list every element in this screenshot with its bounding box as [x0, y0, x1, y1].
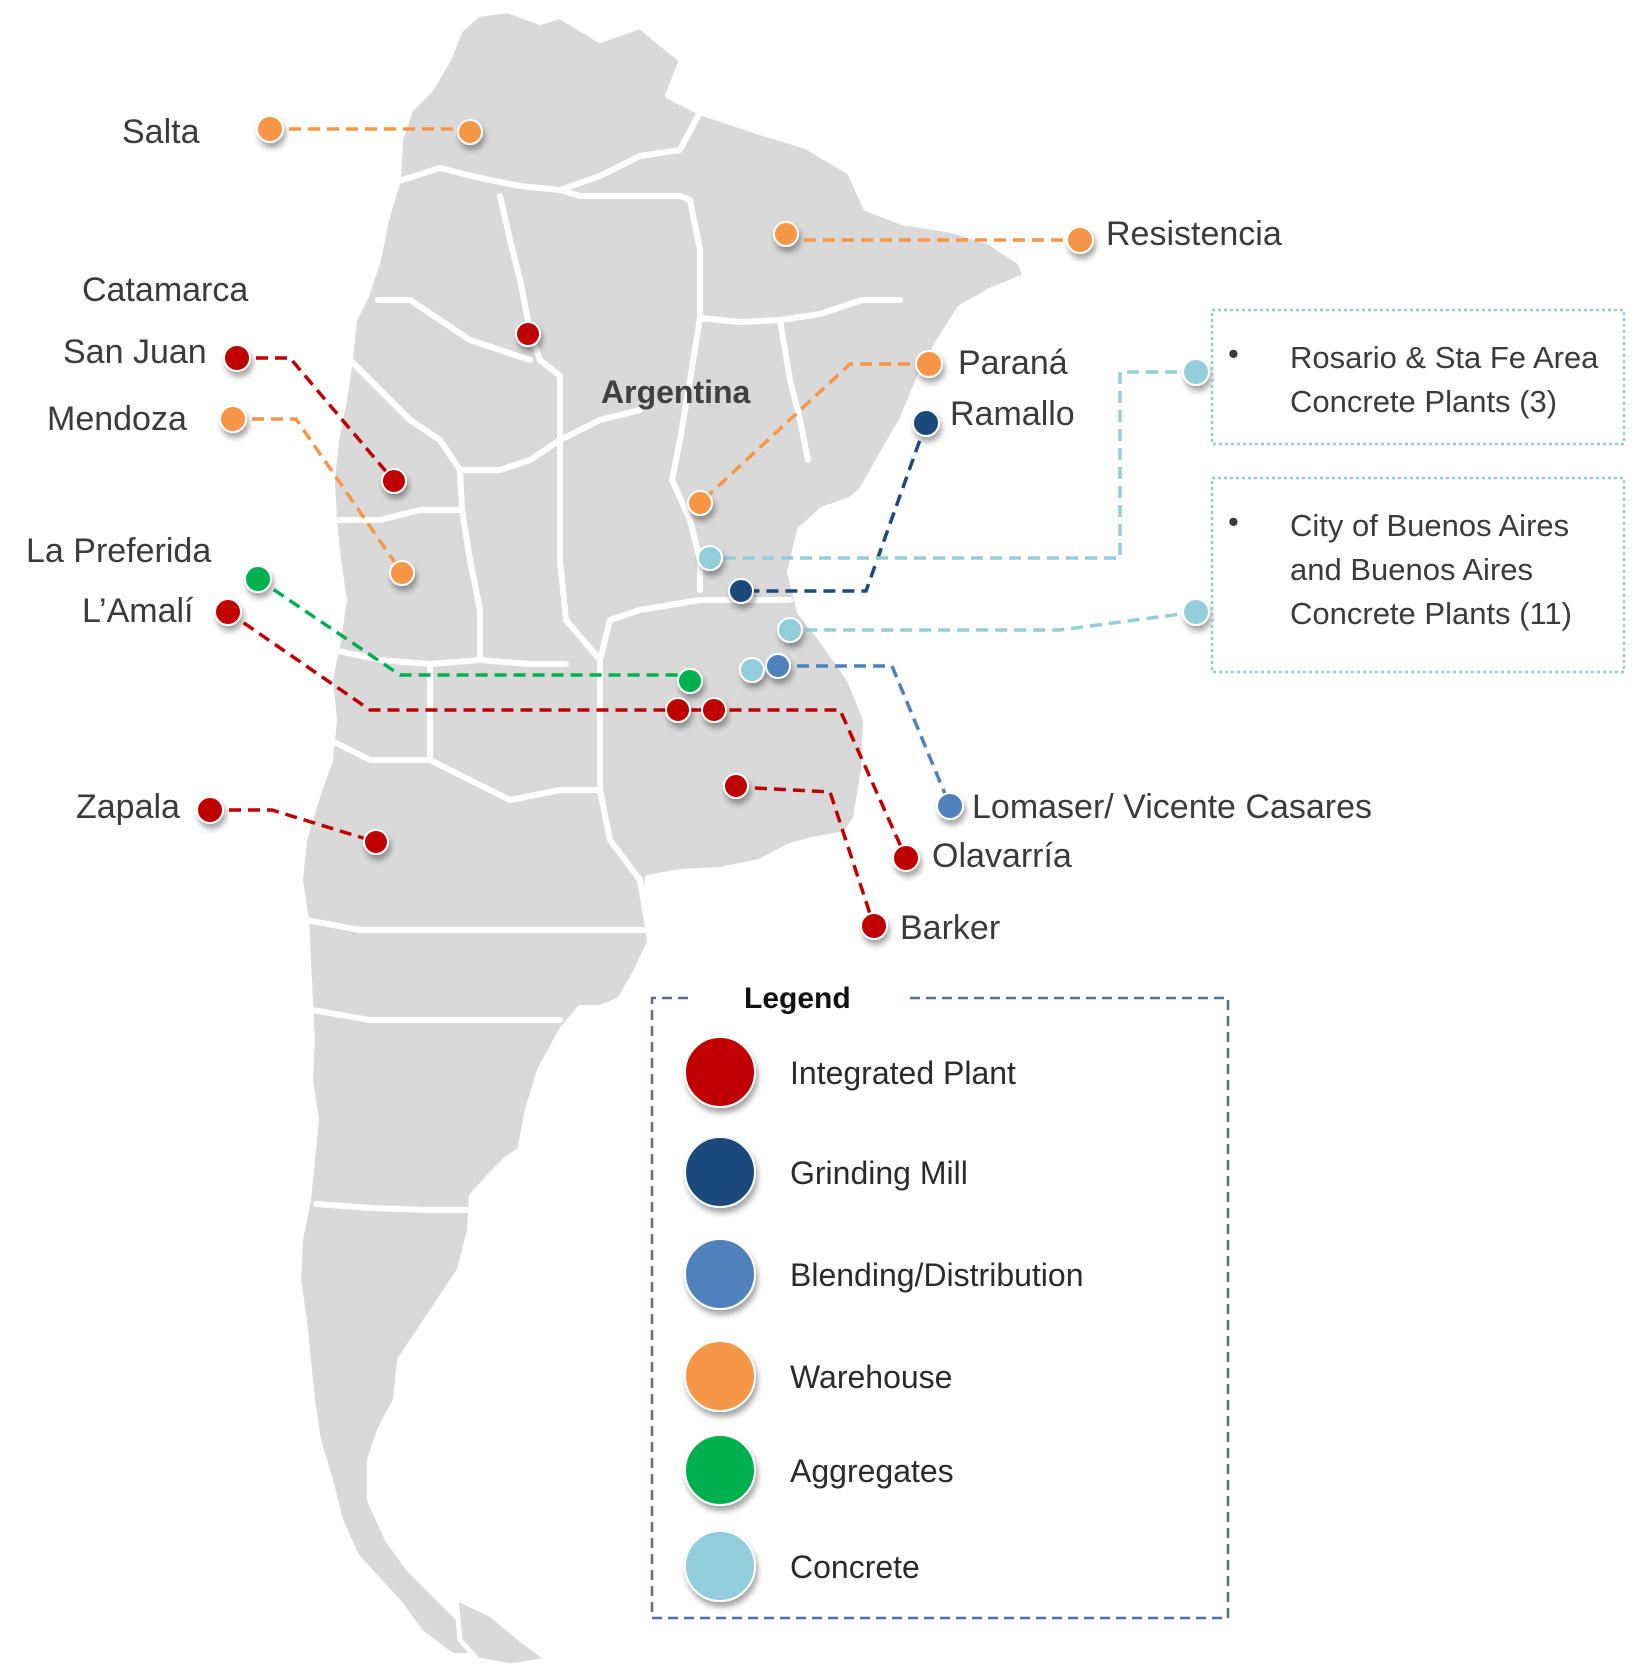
label-dot-olavarria [892, 844, 920, 872]
label-dot-salta [256, 115, 284, 143]
label-zapala: Zapala [76, 788, 180, 826]
legend-swatch-grinding-mill [684, 1136, 756, 1208]
callout-buenos-aires-line-1: City of Buenos Aires [1290, 508, 1569, 543]
label-dot-resistencia [1066, 226, 1094, 254]
leader-lines [210, 127, 1197, 927]
label-dot-zapala [196, 796, 224, 824]
site-marker-san-juan[interactable] [381, 468, 407, 494]
legend-label-warehouse: Warehouse [790, 1359, 952, 1395]
legend-swatch-integrated-plant [684, 1036, 756, 1108]
leader-san-juan [237, 356, 396, 483]
label-olavarria: Olavarría [932, 837, 1072, 875]
label-resistencia: Resistencia [1106, 215, 1282, 253]
callout-buenos-aires-line-2: and Buenos Aires [1290, 552, 1533, 587]
leader-rosario [710, 370, 1196, 560]
legend-item-grinding-mill: Grinding Mill [684, 1136, 968, 1208]
site-marker-resistencia[interactable] [773, 221, 799, 247]
legend-item-blending-distribution: Blending/Distribution [684, 1238, 1084, 1310]
label-lomaser: Lomaser/ Vicente Casares [972, 788, 1372, 826]
leader-zapala [210, 808, 377, 844]
label-dot-barker [860, 912, 888, 940]
leader-buenos-aires [790, 610, 1197, 632]
callout-rosario-line-1: Rosario & Sta Fe Area [1290, 340, 1599, 375]
island-tierra-del-fuego [453, 1593, 555, 1669]
site-marker-barker[interactable] [723, 773, 749, 799]
leader-l-amali [227, 610, 908, 859]
legend-swatch-concrete [684, 1530, 756, 1602]
country-shape [295, 7, 1029, 1659]
label-dot-mendoza [219, 405, 247, 433]
label-ramallo: Ramallo [950, 395, 1075, 433]
label-dot-buenos-aires [1182, 598, 1210, 626]
site-marker-la-preferida[interactable] [677, 668, 703, 694]
site-marker-parana[interactable] [687, 490, 713, 516]
site-marker-olavarria[interactable] [701, 697, 727, 723]
callout-rosario-line-2: Concrete Plants (3) [1290, 384, 1557, 419]
label-parana: Paraná [958, 344, 1068, 382]
legend-item-concrete: Concrete [684, 1530, 920, 1602]
country-label: Argentina [601, 374, 751, 410]
label-dot-parana [915, 350, 943, 378]
callout-buenos-aires: • City of Buenos Aires and Buenos Aires … [1210, 476, 1626, 674]
site-marker-lomaser[interactable] [765, 653, 791, 679]
legend-label-concrete: Concrete [790, 1549, 920, 1585]
label-san-juan: San Juan [63, 333, 207, 371]
site-marker-ramallo[interactable] [728, 578, 754, 604]
callout-rosario: • Rosario & Sta Fe Area Concrete Plants … [1210, 308, 1626, 446]
legend-border [650, 996, 1230, 1620]
label-la-preferida: La Preferida [26, 532, 211, 570]
site-marker-rosario[interactable] [697, 545, 723, 571]
legend-swatch-warehouse [684, 1340, 756, 1412]
site-markers [363, 119, 803, 855]
callout-rosario-bullet: • [1228, 336, 1239, 371]
callout-buenos-aires-line-3: Concrete Plants (11) [1290, 596, 1572, 631]
leader-ramallo [741, 422, 928, 593]
leader-parana [698, 362, 929, 505]
label-dot-lomaser [936, 792, 964, 820]
site-marker-buenos-aires-1[interactable] [777, 617, 803, 643]
label-dot-la-preferida [244, 565, 272, 593]
label-l-amali: L’Amalí [82, 592, 194, 630]
label-dot-san-juan [223, 344, 251, 372]
label-catamarca: Catamarca [82, 271, 248, 309]
legend-label-blending-distribution: Blending/Distribution [790, 1257, 1084, 1293]
label-dots [196, 115, 1210, 940]
province-borders [303, 109, 903, 1213]
legend-label-integrated-plant: Integrated Plant [790, 1055, 1016, 1091]
legend-title: Legend [744, 982, 851, 1015]
label-salta: Salta [122, 113, 200, 151]
legend: Legend Integrated Plant Grinding Mill Bl… [650, 982, 1230, 1620]
label-dot-ramallo [912, 409, 940, 437]
location-labels: Salta Resistencia Catamarca San Juan Men… [26, 113, 1372, 947]
callout-rosario-border [1210, 308, 1626, 446]
leader-la-preferida [257, 577, 690, 677]
label-mendoza: Mendoza [47, 400, 187, 438]
site-marker-salta[interactable] [457, 119, 483, 145]
site-marker-zapala[interactable] [363, 829, 389, 855]
label-barker: Barker [900, 909, 1000, 947]
legend-label-grinding-mill: Grinding Mill [790, 1155, 968, 1191]
site-marker-buenos-aires-2[interactable] [739, 657, 765, 683]
legend-item-integrated-plant: Integrated Plant [684, 1036, 1016, 1108]
leader-mendoza [233, 417, 404, 574]
legend-swatch-aggregates [684, 1434, 756, 1506]
legend-swatch-blending-distribution [684, 1238, 756, 1310]
land-mass [295, 7, 1029, 1669]
label-dot-rosario [1182, 358, 1210, 386]
legend-label-aggregates: Aggregates [790, 1453, 954, 1489]
callout-buenos-aires-border [1210, 476, 1626, 674]
site-marker-l-amali[interactable] [665, 697, 691, 723]
legend-item-aggregates: Aggregates [684, 1434, 954, 1506]
leader-lomaser [778, 664, 952, 807]
callout-buenos-aires-bullet: • [1228, 504, 1239, 539]
label-dot-l-amali [214, 598, 242, 626]
site-marker-catamarca[interactable] [515, 321, 541, 347]
site-marker-mendoza[interactable] [389, 560, 415, 586]
legend-item-warehouse: Warehouse [684, 1340, 952, 1412]
